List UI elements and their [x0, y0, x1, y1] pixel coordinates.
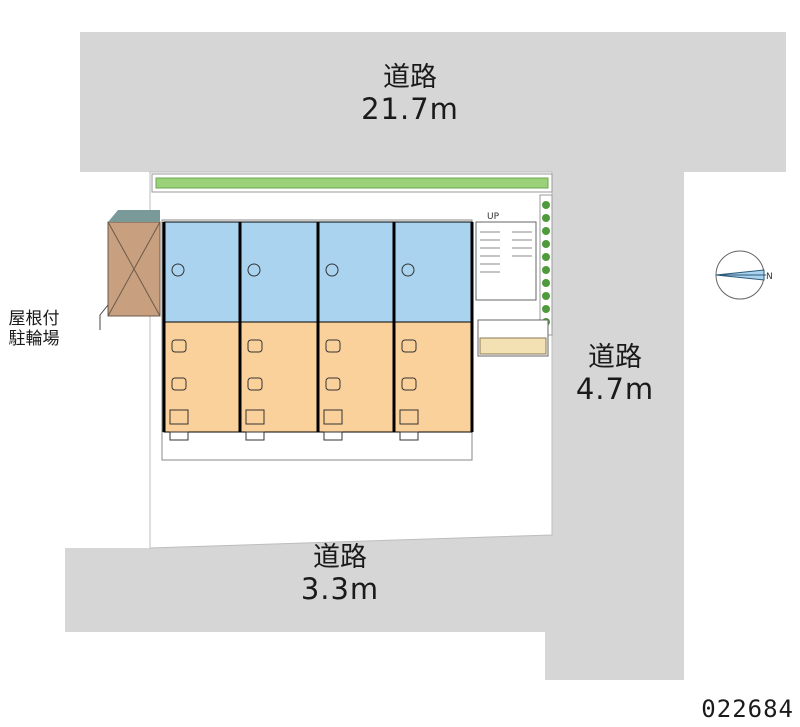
- unit-1: [163, 221, 241, 433]
- road-east-label: 道路 4.7m: [560, 342, 670, 406]
- property-code: 022684: [701, 695, 794, 723]
- bicycle-parking-label: 屋根付 駐輪場: [2, 309, 66, 349]
- bicycle-parking-label-line-2: 駐輪場: [8, 329, 60, 349]
- compass-north-label: N: [766, 272, 773, 282]
- road-south-name: 道路: [313, 542, 367, 573]
- road-south-label: 道路 3.3m: [240, 542, 440, 606]
- unit-4: [393, 221, 473, 433]
- unit-3: [317, 221, 395, 433]
- road-south-width: 3.3m: [300, 572, 380, 607]
- compass-icon: [715, 250, 766, 300]
- unit-2: [239, 221, 319, 433]
- bicycle-parking-label-line-1: 屋根付: [8, 309, 60, 329]
- road-east-name: 道路: [588, 342, 642, 373]
- road-north-label: 道路 21.7m: [310, 62, 510, 126]
- stairs: [475, 221, 549, 357]
- road-north-name: 道路: [383, 62, 437, 93]
- stairs-up-label: UP: [487, 212, 500, 222]
- road-east-width: 4.7m: [575, 372, 655, 407]
- road-north-width: 21.7m: [361, 92, 459, 127]
